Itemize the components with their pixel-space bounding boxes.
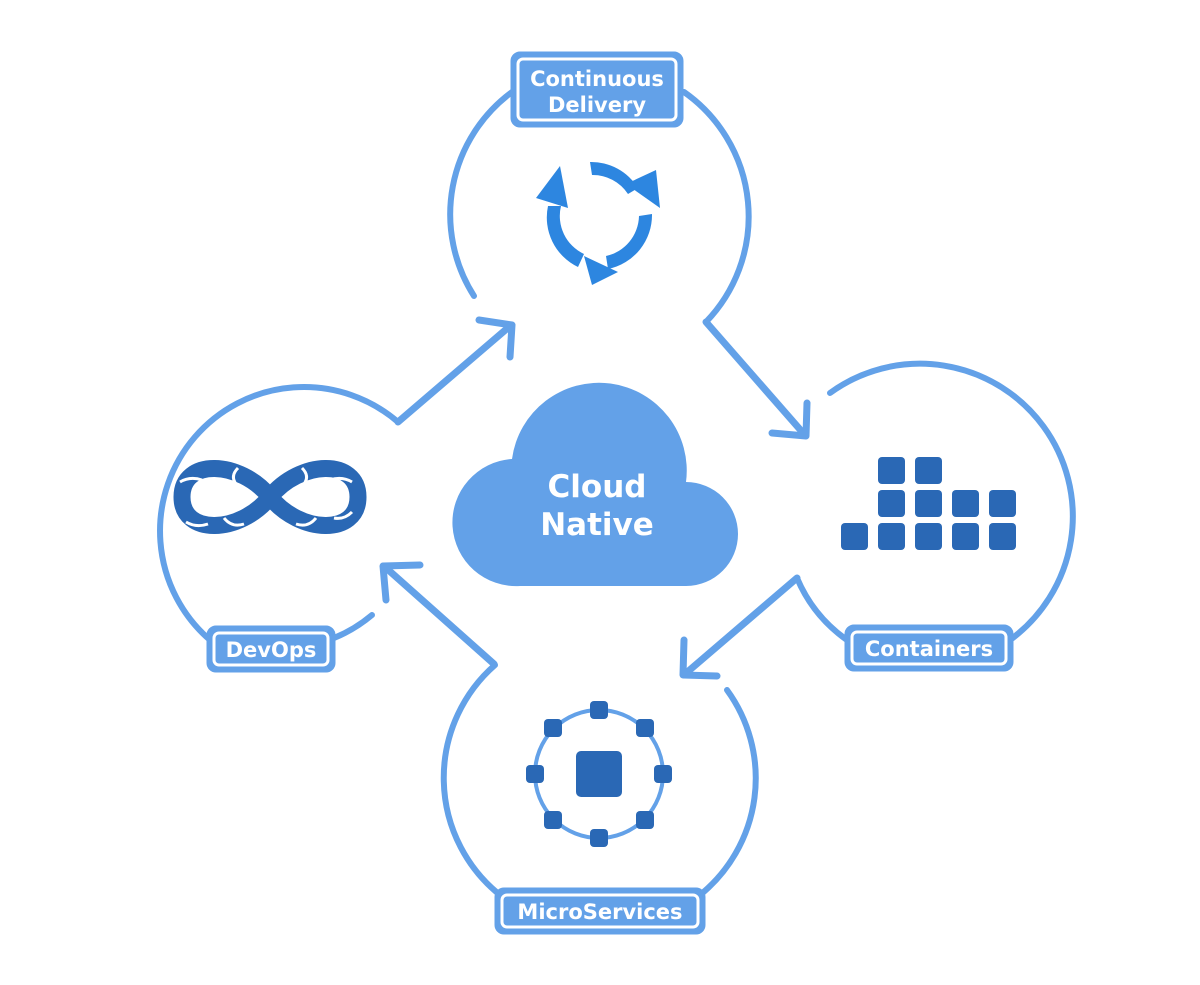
ring-continuous-delivery [447,89,752,325]
arrow-containers-to-microservices [679,574,801,680]
label-devops: DevOps [206,625,336,673]
arrow-devops-to-continuous-delivery [394,316,516,426]
label-containers-text: Containers [865,637,993,661]
cloud-icon [452,382,738,587]
container-blocks-icon [841,457,1016,550]
label-continuous-delivery-line2: Delivery [548,93,646,117]
ring-containers [794,360,1076,643]
cycle-arrows-icon [536,161,660,285]
infinity-icon [173,460,367,534]
label-microservices-text: MicroServices [517,900,682,924]
ring-microservices [440,662,759,898]
label-containers: Containers [844,624,1014,672]
center-title-line2: Native [540,507,654,543]
arrow-microservices-to-devops [379,561,498,668]
label-devops-text: DevOps [226,638,317,662]
label-continuous-delivery-line1: Continuous [530,67,664,91]
network-nodes-icon [526,701,672,847]
label-continuous-delivery: Continuous Delivery [510,51,684,128]
center-title-line1: Cloud [548,469,647,505]
arrow-continuous-delivery-to-containers [702,318,811,440]
label-microservices: MicroServices [494,887,706,935]
